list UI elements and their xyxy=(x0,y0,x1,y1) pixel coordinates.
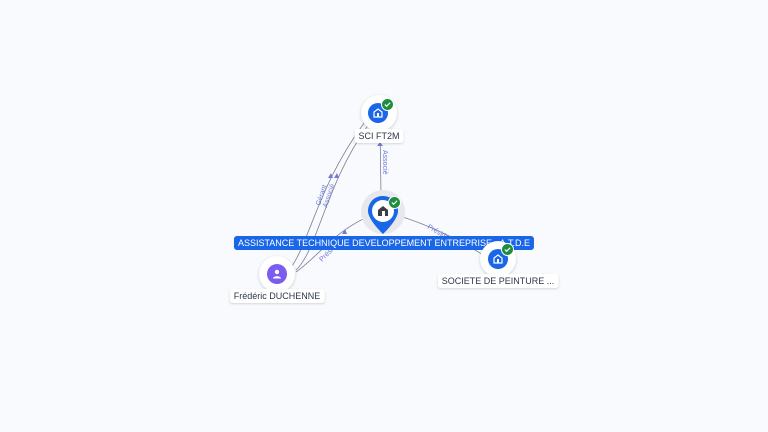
node-label: SCI FT2M xyxy=(354,129,404,143)
verified-check-icon xyxy=(381,98,394,111)
center-node-label: ASSISTANCE TECHNIQUE DEVELOPPEMENT ENTRE… xyxy=(233,236,535,250)
edge-label-associe-sci: Associé xyxy=(381,150,388,175)
node-label: Frédéric DUCHENNE xyxy=(229,289,325,303)
node-label: SOCIETE DE PEINTURE ... xyxy=(437,274,559,288)
verified-check-icon xyxy=(501,243,514,256)
verified-check-icon xyxy=(388,196,401,209)
person-icon xyxy=(267,264,287,284)
